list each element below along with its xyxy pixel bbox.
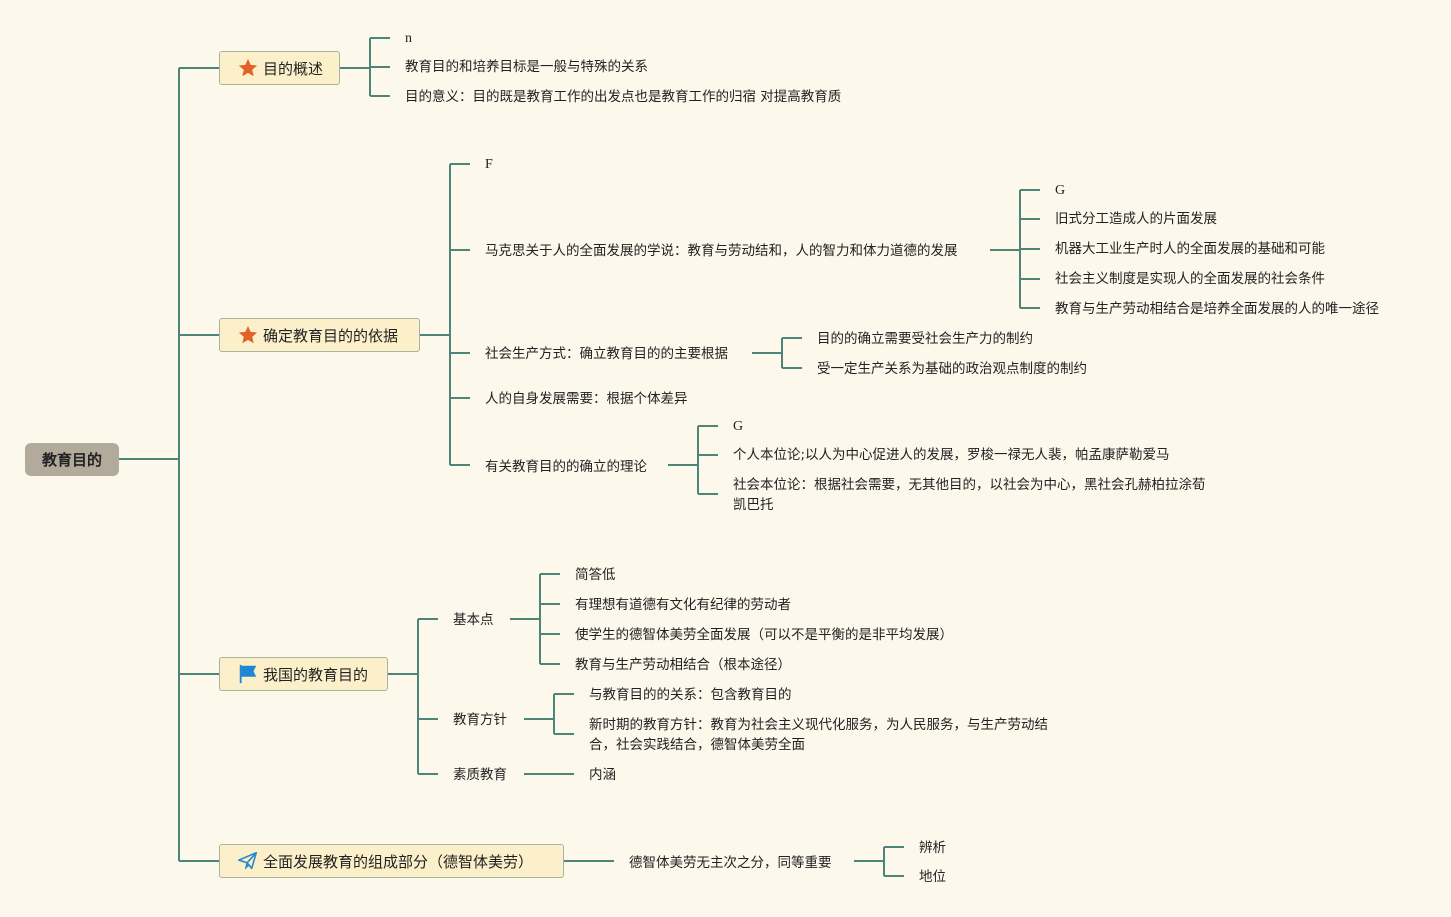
subtopic[interactable]: F	[485, 157, 493, 172]
subtopic-continuation: 合，社会实践结合，德智体美劳全面	[589, 737, 805, 753]
subtopic[interactable]: 个人本位论;以人为中心促进人的发展，罗梭一禄无人裴，帕孟康萨勒爱马	[733, 447, 1170, 463]
subtopic[interactable]: 使学生的德智体美劳全面发展（可以不是平衡的是非平均发展）	[575, 627, 953, 643]
subtopic[interactable]: 目的的确立需要受社会生产力的制约	[817, 331, 1033, 347]
subtopic[interactable]: 教育方针	[453, 712, 507, 728]
topic-all-round-components[interactable]: 全面发展教育的组成部分（德智体美劳）	[219, 844, 564, 878]
subtopic[interactable]: 简答低	[575, 567, 616, 583]
subtopic[interactable]: 目的意义：目的既是教育工作的出发点也是教育工作的归宿 对提高教育质	[405, 89, 842, 105]
subtopic[interactable]: 社会本位论：根据社会需要，无其他目的，以社会为中心，黑社会孔赫柏拉涂荀	[733, 477, 1206, 493]
topic-objective-overview[interactable]: 目的概述	[219, 51, 340, 85]
subtopic[interactable]: G	[1055, 183, 1066, 198]
root-topic[interactable]: 教育目的	[25, 443, 119, 476]
root-label: 教育目的	[41, 451, 102, 469]
topic-basis[interactable]: 确定教育目的的依据	[219, 318, 420, 352]
topic-label: 我国的教育目的	[263, 665, 369, 684]
subtopic[interactable]: 有关教育目的的确立的理论	[485, 459, 647, 475]
subtopic[interactable]: 地位	[919, 869, 946, 885]
subtopic[interactable]: 教育目的和培养目标是一般与特殊的关系	[405, 59, 648, 75]
subtopic[interactable]: G	[733, 419, 744, 434]
topic-label: 目的概述	[263, 59, 324, 78]
subtopic[interactable]: 德智体美劳无主次之分，同等重要	[629, 855, 832, 871]
topic-label: 确定教育目的的依据	[263, 326, 399, 345]
star-icon	[237, 57, 259, 79]
subtopic[interactable]: 教育与生产劳动相结合是培养全面发展的人的唯一途径	[1055, 301, 1379, 317]
subtopic[interactable]: 素质教育	[453, 767, 507, 783]
subtopic[interactable]: 旧式分工造成人的片面发展	[1055, 211, 1217, 227]
subtopic[interactable]: 有理想有道德有文化有纪律的劳动者	[575, 597, 791, 613]
subtopic[interactable]: 马克思关于人的全面发展的学说：教育与劳动结和，人的智力和体力道德的发展	[485, 243, 958, 259]
subtopic[interactable]: 教育与生产劳动相结合（根本途径）	[575, 657, 791, 673]
subtopic[interactable]: 人的自身发展需要：根据个体差异	[485, 391, 688, 407]
subtopic[interactable]: n	[405, 31, 412, 46]
subtopic-continuation: 凯巴托	[733, 497, 774, 513]
topic-label: 全面发展教育的组成部分（德智体美劳）	[263, 852, 534, 871]
subtopic[interactable]: 新时期的教育方针：教育为社会主义现代化服务，为人民服务，与生产劳动结	[589, 717, 1048, 733]
topic-national-objective[interactable]: 我国的教育目的	[219, 657, 388, 691]
subtopic[interactable]: 机器大工业生产时人的全面发展的基础和可能	[1055, 241, 1325, 257]
subtopic[interactable]: 与教育目的的关系：包含教育目的	[589, 687, 792, 703]
flag-icon	[237, 663, 259, 685]
paper-plane-icon	[237, 850, 259, 872]
subtopic[interactable]: 基本点	[453, 612, 494, 628]
star-icon	[237, 324, 259, 346]
subtopic[interactable]: 社会主义制度是实现人的全面发展的社会条件	[1055, 271, 1325, 287]
subtopic[interactable]: 受一定生产关系为基础的政治观点制度的制约	[817, 361, 1087, 377]
subtopic[interactable]: 辨析	[919, 840, 946, 856]
subtopic[interactable]: 内涵	[589, 767, 616, 783]
subtopic[interactable]: 社会生产方式：确立教育目的的主要根据	[485, 346, 728, 362]
